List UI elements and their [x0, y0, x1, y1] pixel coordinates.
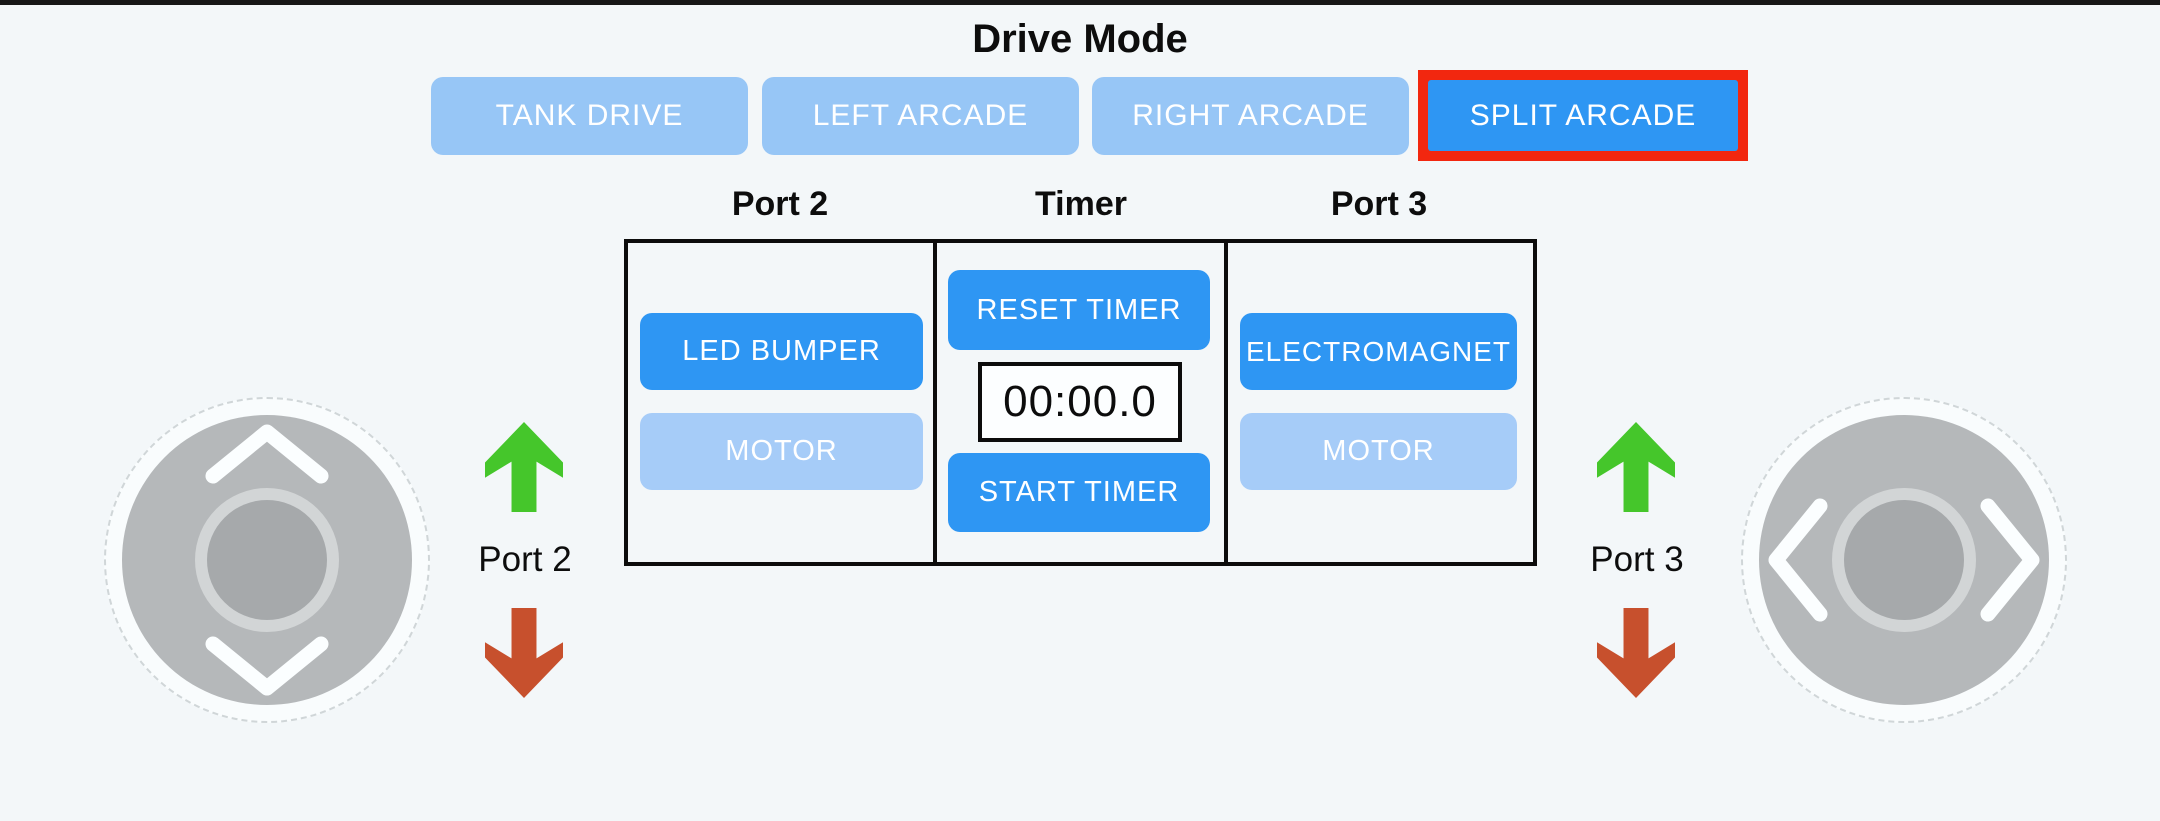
timer-column-header: Timer [1035, 185, 1127, 223]
top-bar [0, 0, 2160, 5]
reset-timer-button[interactable]: RESET TIMER [948, 270, 1210, 350]
control-table [624, 239, 1537, 566]
vertical-chevrons-icon [205, 424, 329, 696]
timer-display: 00:00.0 [978, 362, 1182, 442]
selection-highlight-border: SPLIT ARCADE [1418, 70, 1748, 161]
port3-down-arrow-icon [1597, 608, 1675, 698]
right-joystick[interactable] [1741, 397, 2067, 723]
port2-column-header: Port 2 [731, 185, 829, 223]
port2-motor-button[interactable]: MOTOR [640, 413, 923, 490]
split-arcade-button[interactable]: SPLIT ARCADE [1428, 80, 1738, 151]
port2-down-arrow-icon [485, 608, 563, 698]
port3-motor-button[interactable]: MOTOR [1240, 413, 1517, 490]
port3-column-header: Port 3 [1330, 185, 1428, 223]
start-timer-button[interactable]: START TIMER [948, 453, 1210, 532]
port2-up-arrow-icon [485, 422, 563, 512]
horizontal-chevrons-icon [1768, 498, 2040, 622]
table-divider [933, 243, 937, 562]
left-arcade-button[interactable]: LEFT ARCADE [762, 77, 1079, 155]
port3-axis-label: Port 3 [1590, 540, 1684, 579]
joystick-knob[interactable] [207, 500, 327, 620]
led-bumper-button[interactable]: LED BUMPER [640, 313, 923, 390]
joystick-knob[interactable] [1844, 500, 1964, 620]
electromagnet-button[interactable]: ELECTROMAGNET [1240, 313, 1517, 390]
left-joystick[interactable] [104, 397, 430, 723]
tank-drive-button[interactable]: TANK DRIVE [431, 77, 748, 155]
page-title: Drive Mode [972, 17, 1188, 61]
right-arcade-button[interactable]: RIGHT ARCADE [1092, 77, 1409, 155]
table-divider [1224, 243, 1228, 562]
port2-axis-label: Port 2 [478, 540, 572, 579]
port3-up-arrow-icon [1597, 422, 1675, 512]
